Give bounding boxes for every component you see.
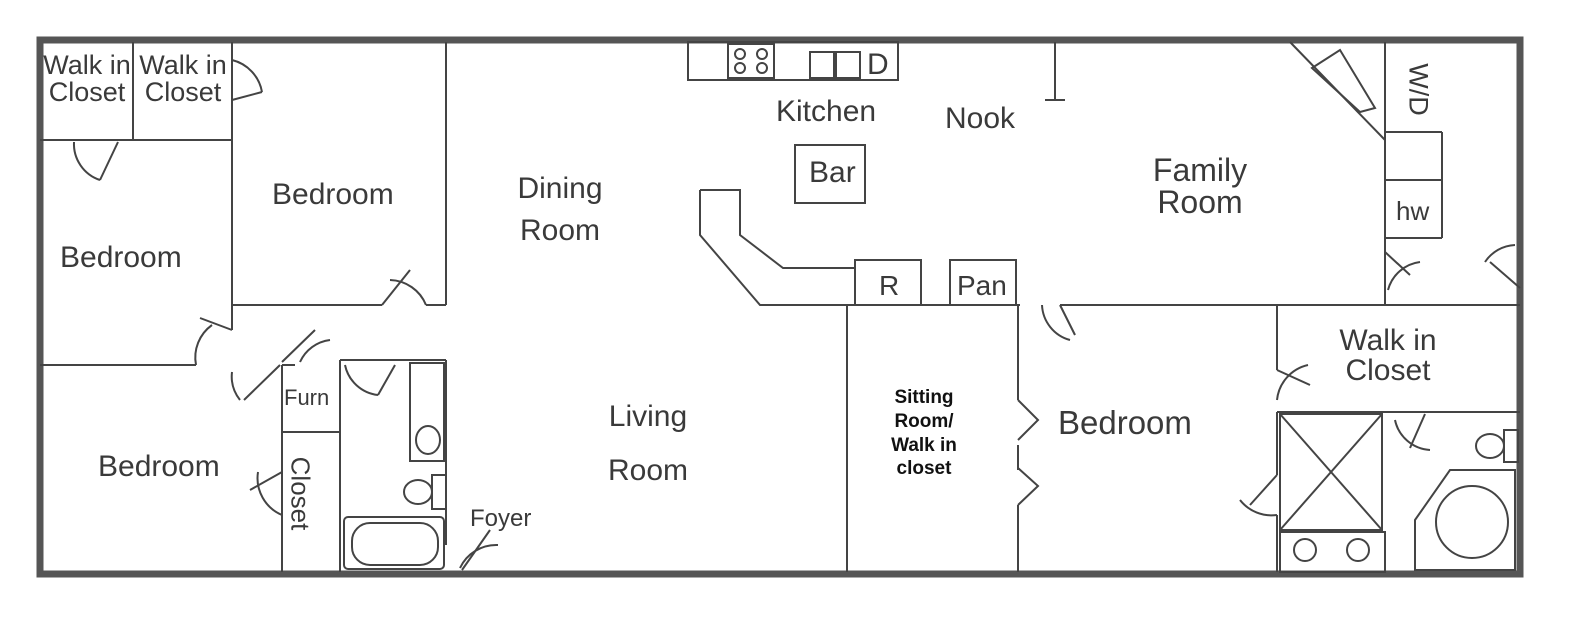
living-room-label: Living Room bbox=[607, 400, 689, 487]
dishwasher-label: D bbox=[867, 48, 889, 81]
walk-in-closet-1-label: Walk in Closet bbox=[43, 50, 131, 107]
sitting-room-label: Sitting Room/ Walk in closet bbox=[891, 387, 957, 480]
pantry-label: Pan bbox=[957, 270, 1007, 301]
walk-in-closet-2-label: Walk in Closet bbox=[139, 50, 227, 107]
closet-label: Closet bbox=[285, 456, 316, 531]
bedroom-nw-label: Bedroom bbox=[272, 178, 394, 211]
outer-wall bbox=[36, 36, 1524, 578]
bedroom-sw-label: Bedroom bbox=[98, 450, 220, 483]
bar-label: Bar bbox=[809, 156, 856, 189]
foyer-label: Foyer bbox=[470, 505, 532, 532]
refrigerator-label: R bbox=[879, 270, 900, 301]
kitchen-label: Kitchen bbox=[776, 95, 877, 128]
wd-label: W/D bbox=[1403, 63, 1434, 116]
hw-label: hw bbox=[1396, 196, 1430, 226]
family-room-label: Family Room bbox=[1152, 152, 1248, 220]
bedroom-master-label: Bedroom bbox=[1058, 404, 1192, 441]
furnace-label: Furn bbox=[284, 385, 330, 410]
dining-room-label: Dining Room bbox=[517, 172, 603, 247]
walk-in-closet-master-label: Walk in Closet bbox=[1339, 324, 1437, 387]
bedroom-w-label: Bedroom bbox=[60, 241, 182, 274]
nook-label: Nook bbox=[945, 102, 1016, 135]
